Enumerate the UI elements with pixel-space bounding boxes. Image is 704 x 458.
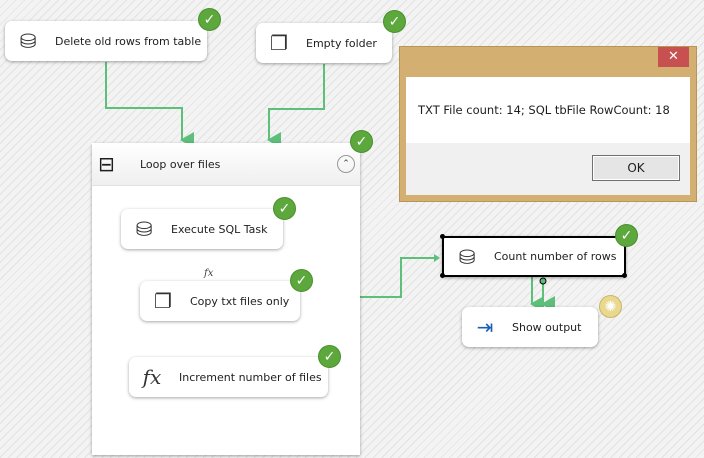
message-box: ✕ TXT File count: 14; SQL tbFile RowCoun…	[399, 46, 697, 202]
container-label: Loop over files	[140, 157, 221, 171]
script-task-icon: ⇥	[476, 315, 494, 339]
sql-task-icon: ⛁	[19, 29, 37, 53]
task-count-rows[interactable]: ⛁ Count number of rows	[442, 236, 626, 277]
selection-handle[interactable]	[440, 234, 445, 239]
connector-empty-to-loop	[267, 64, 325, 148]
collapse-button[interactable]: ⌃	[337, 155, 355, 173]
task-label: Copy txt files only	[190, 294, 290, 308]
success-check-icon: ✓	[198, 8, 221, 31]
connector-delete-to-loop	[105, 62, 194, 148]
ok-button[interactable]: OK	[592, 155, 680, 181]
task-execute-sql[interactable]: ⛁ Execute SQL Task	[121, 209, 283, 249]
task-label: Show output	[512, 320, 582, 334]
task-label: Delete old rows from table	[55, 34, 202, 48]
running-status-icon: ✺	[599, 295, 622, 318]
task-increment-files[interactable]: fx Increment number of files	[129, 357, 328, 397]
task-show-output[interactable]: ⇥ Show output	[462, 307, 598, 347]
success-check-icon: ✓	[383, 10, 406, 33]
task-copy-txt-files[interactable]: ❐ Copy txt files only	[140, 281, 300, 321]
success-check-icon: ✓	[290, 269, 313, 292]
row-count-icon: ⛁	[458, 244, 476, 269]
task-label: Empty folder	[306, 36, 377, 50]
task-delete-old-rows[interactable]: ⛁ Delete old rows from table	[5, 21, 207, 61]
success-check-icon: ✓	[318, 345, 341, 368]
task-label: Count number of rows	[494, 250, 617, 263]
selection-handle[interactable]	[440, 273, 445, 278]
message-text: TXT File count: 14; SQL tbFile RowCount:…	[406, 77, 690, 143]
task-label: Increment number of files	[179, 370, 322, 384]
foreach-loop-icon: ⊟	[98, 152, 115, 176]
success-check-icon: ✓	[350, 130, 373, 153]
task-empty-folder[interactable]: ❐ Empty folder	[256, 23, 392, 63]
sql-task-icon: ⛁	[135, 217, 153, 241]
selection-handle[interactable]	[622, 273, 627, 278]
task-label: Execute SQL Task	[171, 222, 268, 236]
file-system-task-icon: ❐	[154, 289, 172, 313]
expression-task-icon: fx	[142, 365, 162, 389]
success-check-icon: ✓	[273, 197, 296, 220]
success-check-icon: ✓	[615, 224, 638, 247]
connector-loop-to-count	[360, 257, 438, 298]
expression-marker: fx	[204, 268, 214, 279]
close-button[interactable]: ✕	[658, 47, 689, 67]
file-system-task-icon: ❐	[270, 31, 288, 55]
